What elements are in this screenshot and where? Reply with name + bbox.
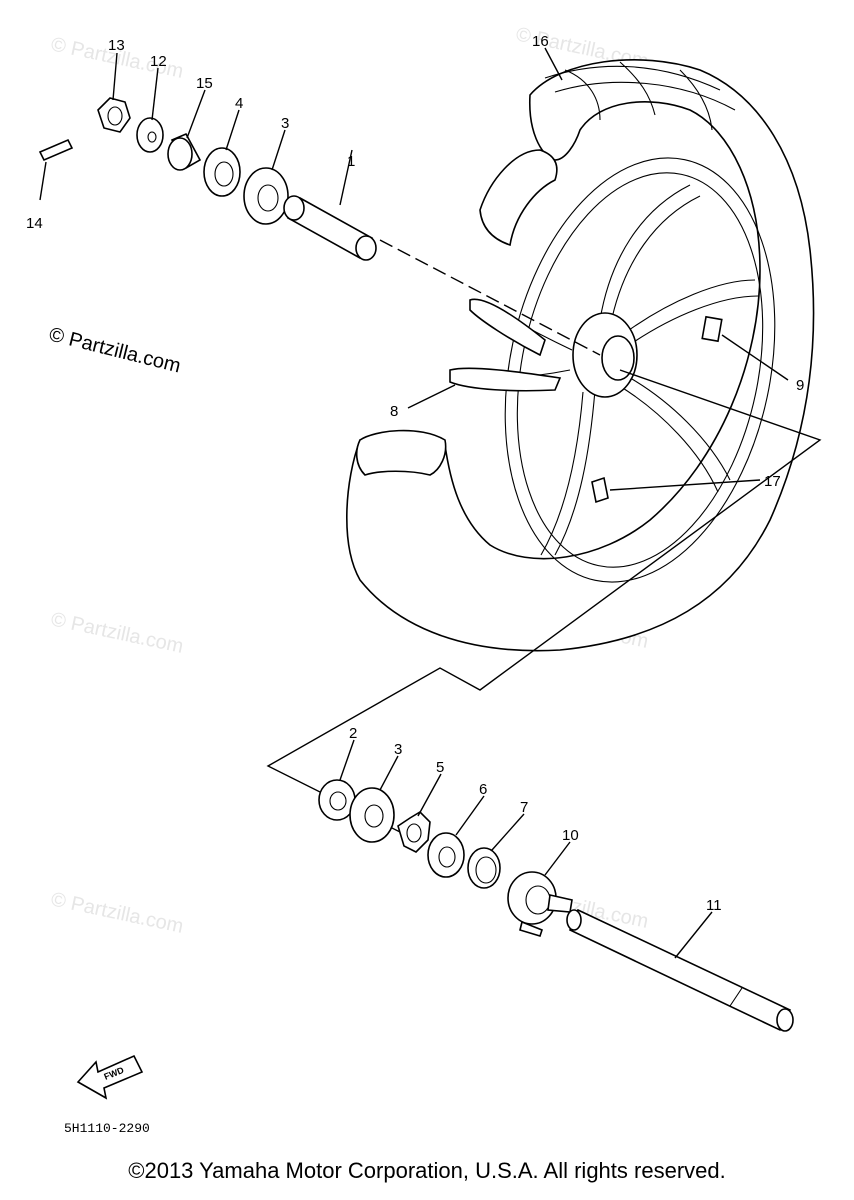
valve-stem — [591, 476, 609, 504]
callout-6: 6 — [479, 781, 487, 798]
cotter-pin — [38, 138, 74, 162]
callout-1: 1 — [347, 153, 355, 170]
callout-17: 17 — [764, 473, 781, 490]
exploded-box — [266, 369, 822, 843]
callout-13: 13 — [108, 37, 125, 54]
leader-lines — [39, 47, 789, 959]
callout-numbers: 13 12 15 4 3 1 14 16 9 8 17 2 3 5 6 7 10… — [26, 33, 804, 914]
front-direction-arrow: FWD — [76, 1054, 144, 1100]
arrow-icon — [76, 1054, 144, 1100]
callout-5: 5 — [436, 759, 444, 776]
watermark-text: © Partzilla.com — [49, 888, 185, 938]
callout-10: 10 — [562, 827, 579, 844]
hub-bearing-seat — [601, 335, 635, 381]
wheel-axle — [566, 908, 794, 1032]
callout-9: 9 — [796, 377, 804, 394]
callout-8: 8 — [390, 403, 398, 420]
callout-3-upper: 3 — [281, 115, 289, 132]
spacer — [283, 195, 377, 261]
tire-cut-upper — [479, 149, 558, 247]
hub-fins — [469, 298, 546, 357]
watermark-text: © Partzilla.com — [49, 608, 185, 658]
tire-tread — [544, 61, 736, 131]
bearing-upper — [243, 167, 289, 225]
retainer — [397, 810, 431, 853]
callout-16: 16 — [532, 33, 549, 50]
tire-cut-lower — [355, 429, 447, 476]
callout-4: 4 — [235, 95, 243, 112]
diagram-code: 5H1110-2290 — [64, 1121, 150, 1136]
balance-weight — [701, 315, 723, 343]
collar — [167, 132, 202, 171]
rim-outer — [504, 157, 776, 583]
oil-seal-upper — [203, 147, 241, 197]
callout-2: 2 — [349, 725, 357, 742]
wheel-assembly — [346, 59, 815, 652]
callout-15: 15 — [196, 75, 213, 92]
callout-3-lower: 3 — [394, 741, 402, 758]
callout-7: 7 — [520, 799, 528, 816]
partzilla-watermark: © Partzilla.com — [47, 324, 183, 378]
ring — [467, 847, 501, 889]
copyright-notice: ©2013 Yamaha Motor Corporation, U.S.A. A… — [128, 1158, 726, 1183]
meter-gear-unit — [507, 871, 573, 937]
callout-12: 12 — [150, 53, 167, 70]
callout-11: 11 — [706, 897, 722, 914]
hub-fins-lower — [449, 367, 562, 392]
axle-centerline — [379, 239, 601, 356]
oil-seal-6 — [427, 832, 465, 878]
callout-14: 14 — [26, 215, 43, 232]
washer — [136, 117, 164, 153]
bearing-lower — [349, 787, 395, 843]
axle-nut — [97, 97, 131, 133]
